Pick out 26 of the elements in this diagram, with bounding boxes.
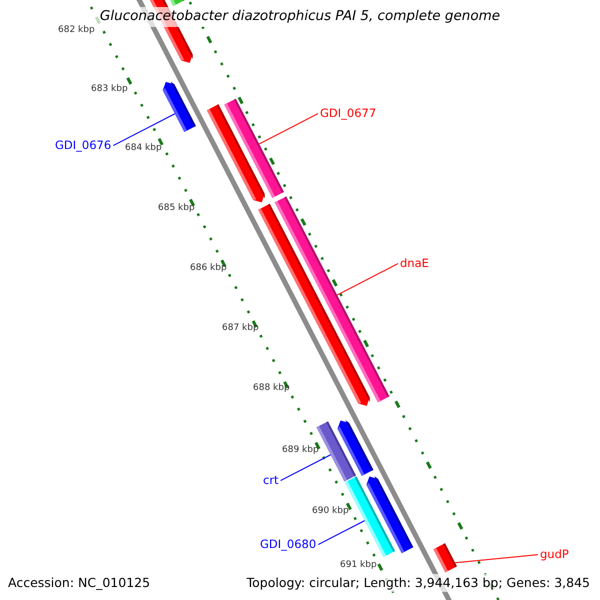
scale-label: 690 kbp [312,506,349,516]
scale-label: 685 kbp [158,203,195,214]
scale-label: 688 kbp [253,383,290,394]
scale-label: 684 kbp [125,143,162,154]
scale-label: 683 kbp [91,84,128,94]
gene-label: GDI_0680 [260,538,316,552]
gene-label: crt [263,474,279,488]
gene-label: GDI_0677 [320,107,376,120]
scale-label: 687 kbp [222,323,259,334]
gene-label: gudP [540,548,569,562]
gene-bar [274,196,390,402]
leader-line [454,554,538,564]
leader-line [112,113,176,146]
gene-bar [433,543,457,572]
leader-line [318,520,366,546]
scale-label: 682 kbp [58,25,95,36]
scale-label: 686 kbp [190,263,227,274]
scale-label: 691 kbp [340,560,377,570]
scale-label: 689 kbp [282,445,319,456]
gene-label: dnaE [400,257,429,270]
gene-bar [162,81,196,132]
leader-line [258,113,318,144]
leader-line [280,454,332,482]
leader-line [336,263,398,296]
gene-label: GDI_0676 [55,139,112,152]
gene-bar [224,98,284,198]
